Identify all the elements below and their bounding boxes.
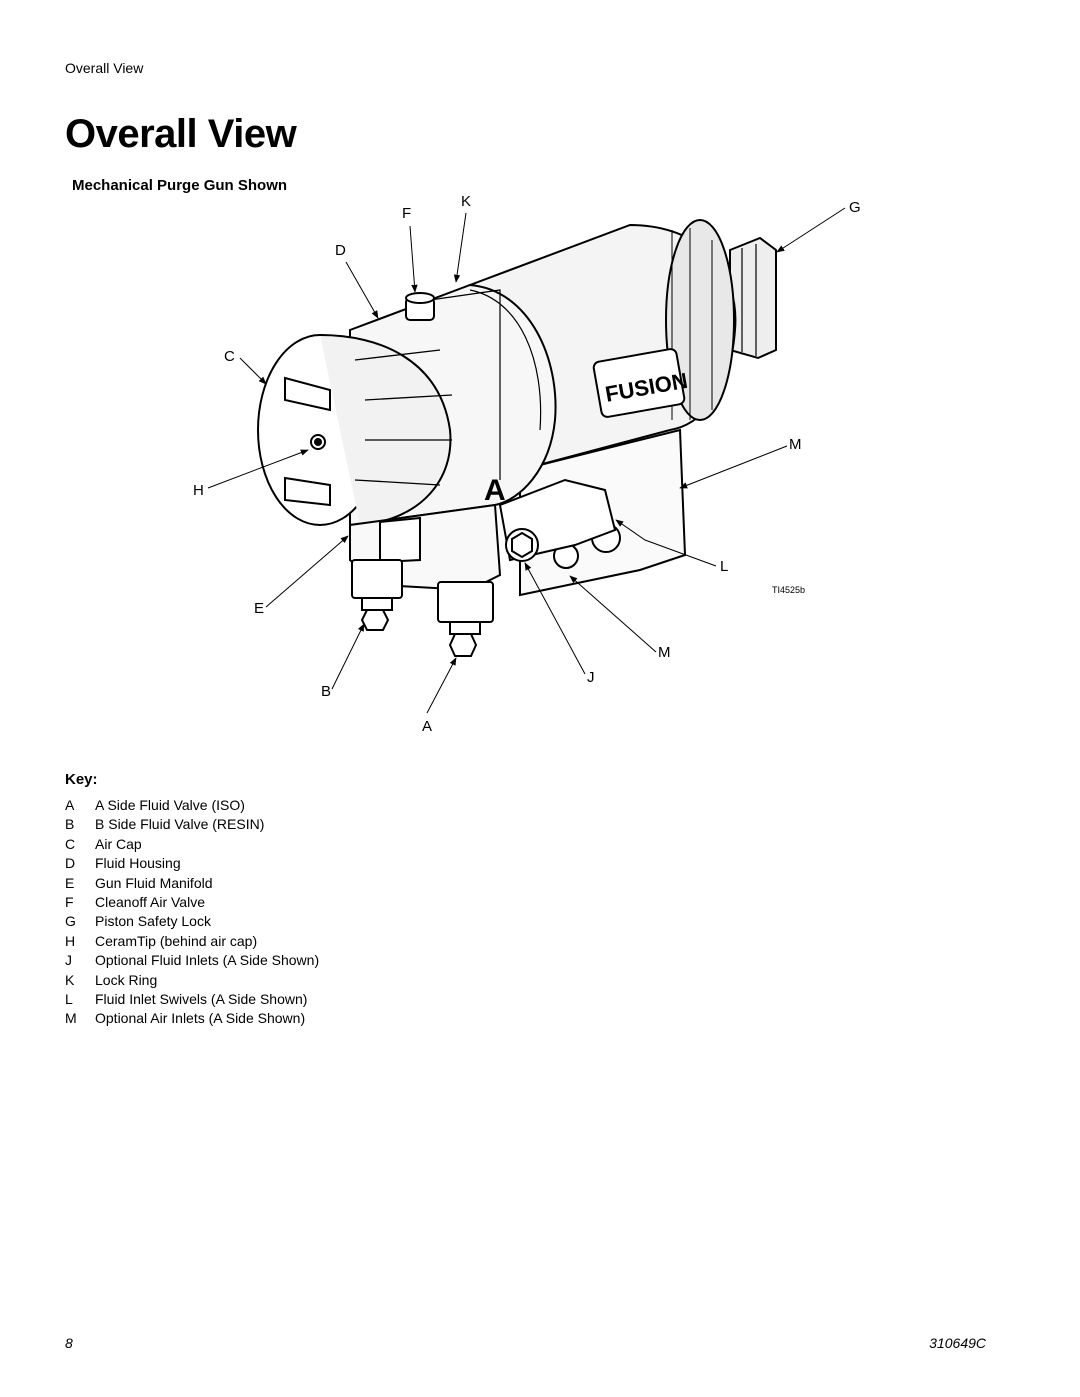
key-letter: K: [65, 971, 75, 988]
key-item: L Fluid Inlet Swivels (A Side Shown): [65, 990, 319, 1009]
key-item: M Optional Air Inlets (A Side Shown): [65, 1009, 319, 1028]
key-item: A A Side Fluid Valve (ISO): [65, 796, 319, 815]
key-text: Optional Fluid Inlets (A Side Shown): [95, 952, 320, 969]
key-item: G Piston Safety Lock: [65, 912, 319, 931]
callout-k: K: [461, 193, 471, 210]
key-item: F Cleanoff Air Valve: [65, 893, 319, 912]
key-letter: J: [65, 952, 72, 969]
callout-c: C: [224, 348, 235, 365]
key-item: D Fluid Housing: [65, 854, 319, 873]
figure-caption: Mechanical Purge Gun Shown: [72, 177, 288, 194]
callout-j: J: [587, 669, 595, 686]
callout-b: B: [321, 683, 331, 700]
document-number: 310649C: [929, 1335, 986, 1351]
key-item: B B Side Fluid Valve (RESIN): [65, 815, 319, 834]
key-text: B Side Fluid Valve (RESIN): [95, 816, 265, 833]
key-item: C Air Cap: [65, 835, 319, 854]
key-letter: M: [65, 1010, 77, 1027]
key-heading: Key:: [65, 771, 98, 788]
key-text: Fluid Inlet Swivels (A Side Shown): [95, 990, 308, 1007]
key-text: Cleanoff Air Valve: [95, 893, 205, 910]
key-text: A Side Fluid Valve (ISO): [95, 797, 245, 813]
key-text: Gun Fluid Manifold: [95, 874, 213, 891]
key-letter: B: [65, 816, 75, 833]
key-item: H CeramTip (behind air cap): [65, 932, 319, 951]
callout-h: H: [193, 482, 204, 499]
key-letter: A: [65, 797, 75, 813]
leader-lines: [207, 207, 846, 714]
housing-letter: A: [484, 474, 506, 507]
key-item: K Lock Ring: [65, 971, 319, 990]
callout-m-lower: M: [658, 644, 671, 661]
spray-gun-illustration: FUSION A F: [193, 193, 861, 735]
callout-g: G: [849, 199, 861, 216]
figure-id: TI4525b: [772, 585, 805, 595]
gun-drawing: FUSION A: [257, 219, 777, 657]
running-header: Overall View: [65, 60, 144, 76]
key-text: Piston Safety Lock: [95, 913, 211, 930]
key-text: Air Cap: [95, 835, 142, 852]
page-title: Overall View: [65, 112, 297, 156]
key-letter: H: [65, 932, 76, 949]
key-letter: E: [65, 874, 75, 891]
callout-f: F: [402, 205, 411, 222]
callout-a: A: [422, 718, 432, 735]
key-letter: C: [65, 835, 76, 852]
callout-m-upper: M: [789, 436, 802, 453]
key-letter: F: [65, 893, 74, 910]
page-number: 8: [65, 1335, 73, 1351]
key-letter: D: [65, 855, 76, 872]
callout-labels: F K G D C M H L E M J B A TI4525b: [193, 193, 861, 735]
callout-d: D: [335, 242, 346, 259]
key-letter: G: [65, 913, 76, 930]
key-letter: L: [65, 990, 73, 1007]
key-text: Optional Air Inlets (A Side Shown): [95, 1010, 306, 1027]
key-list: A A Side Fluid Valve (ISO) B B Side Fluid …: [65, 796, 319, 1029]
key-item: J Optional Fluid Inlets (A Side Shown): [65, 951, 319, 970]
key-text: CeramTip (behind air cap): [95, 932, 258, 949]
key-text: Fluid Housing: [95, 855, 181, 872]
callout-l: L: [720, 558, 728, 575]
key-item: E Gun Fluid Manifold: [65, 874, 319, 893]
callout-e: E: [254, 600, 264, 617]
key-text: Lock Ring: [95, 971, 158, 988]
